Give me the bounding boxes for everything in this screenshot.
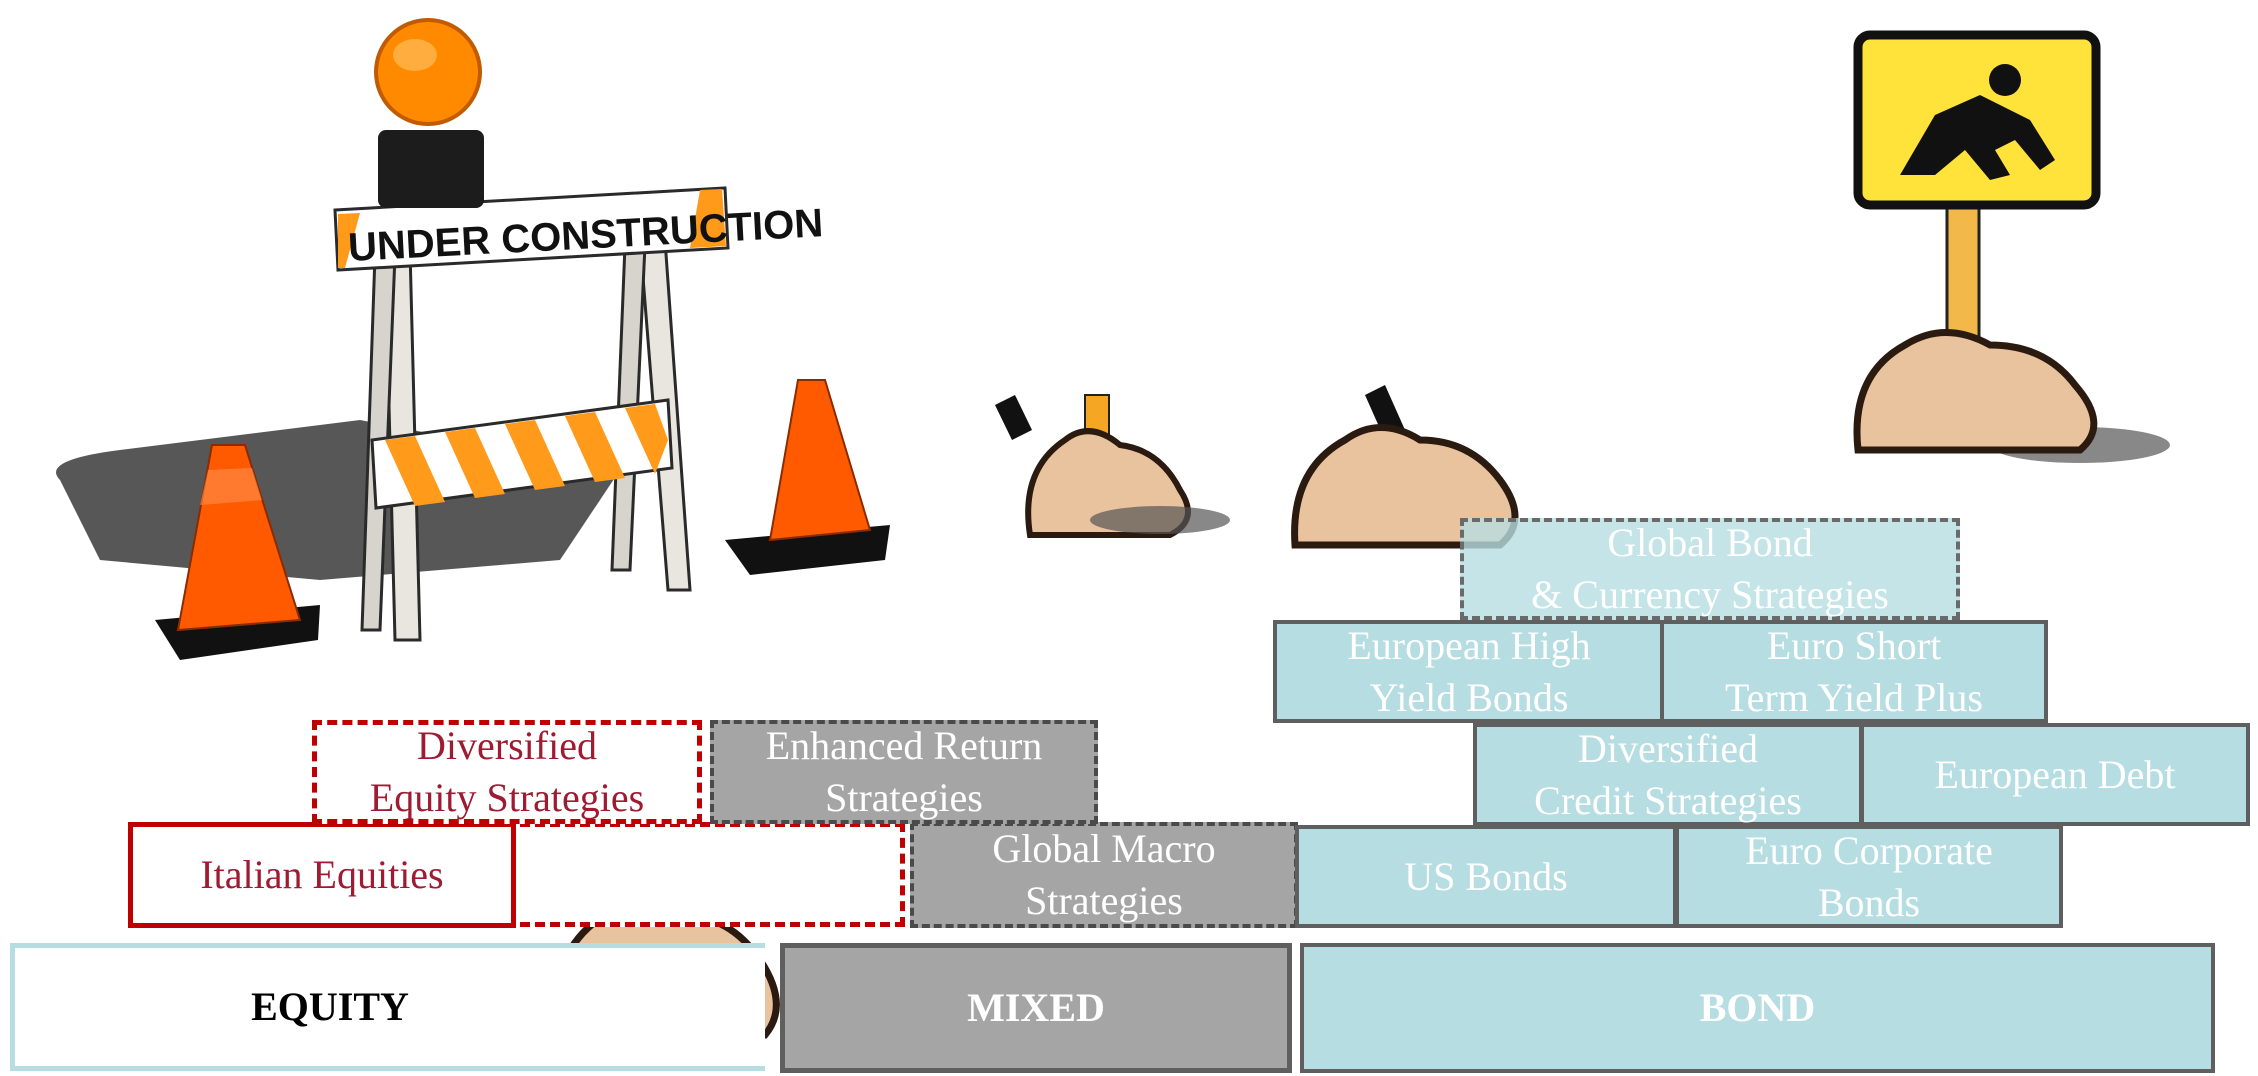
euro-short-term-label: Euro Short Term Yield Plus	[1725, 622, 1983, 720]
european-high-yield-label: European High Yield Bonds	[1347, 622, 1591, 720]
enhanced-return-label: Enhanced Return Strategies	[765, 723, 1043, 820]
traffic-cone-icon	[725, 379, 890, 575]
us-bonds-box: US Bonds	[1295, 825, 1677, 928]
us-bonds-label: US Bonds	[1404, 853, 1568, 899]
warning-light-base	[378, 130, 484, 208]
traffic-cone-icon	[155, 444, 320, 660]
european-high-yield-box: European High Yield Bonds	[1273, 620, 1665, 723]
equity-base-box: EQUITY	[10, 943, 765, 1071]
bond-label: BOND	[1699, 985, 1816, 1030]
warning-light-icon	[374, 18, 482, 126]
global-bond-currency-label: Global Bond & Currency Strategies	[1531, 520, 1889, 617]
men-at-work-sign-icon	[1853, 30, 2170, 463]
diversified-credit-label: Diversified Credit Strategies	[1534, 725, 1802, 823]
dirt-pile-icon	[1291, 385, 1519, 549]
global-macro-label: Global Macro Strategies	[992, 826, 1216, 923]
diversified-credit-box: Diversified Credit Strategies	[1473, 723, 1863, 826]
euro-corporate-label: Euro Corporate Bonds	[1745, 827, 1993, 925]
italian-equities-box: Italian Equities	[128, 822, 516, 928]
dirt-pile-icon	[1853, 329, 2098, 454]
euro-corporate-box: Euro Corporate Bonds	[1675, 825, 2063, 928]
global-macro-box: Global Macro Strategies	[910, 822, 1298, 928]
dirt-pile-icon	[995, 394, 1230, 538]
global-bond-currency-box: Global Bond & Currency Strategies	[1460, 518, 1960, 620]
european-debt-box: European Debt	[1860, 723, 2250, 826]
diversified-equity-label: Diversified Equity Strategies	[369, 723, 645, 820]
bond-base-box: BOND	[1300, 943, 2215, 1073]
mixed-label: MIXED	[967, 985, 1105, 1030]
enhanced-return-box: Enhanced Return Strategies	[710, 720, 1098, 824]
equity-label: EQUITY	[251, 984, 409, 1029]
european-debt-label: European Debt	[1934, 751, 2176, 797]
italian-equities-label: Italian Equities	[200, 852, 444, 897]
diversified-equity-box: Diversified Equity Strategies	[312, 720, 702, 824]
mixed-base-box: MIXED	[780, 943, 1292, 1073]
euro-short-term-box: Euro Short Term Yield Plus	[1660, 620, 2048, 723]
equity-dashed-frame	[505, 822, 905, 927]
